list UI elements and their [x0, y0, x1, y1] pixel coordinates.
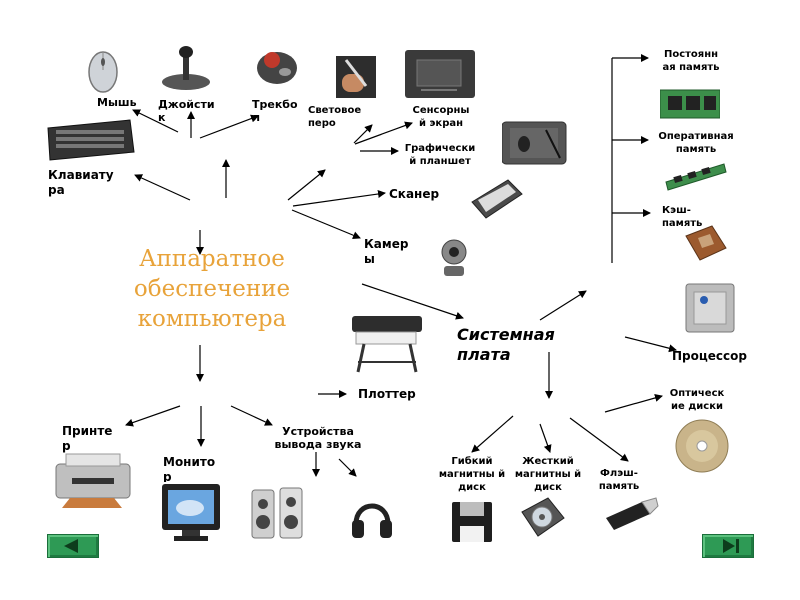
plotter-icon: [352, 316, 422, 373]
label-cameras: Камер ы: [364, 237, 409, 266]
label-touch-screen: Сенсорны й экран: [412, 105, 470, 129]
arrow-to-scanner: [292, 190, 386, 207]
arrow-to-touchscreen: [354, 121, 413, 145]
label-joystick: Джойсти к: [158, 98, 215, 124]
label-scanner: Сканер: [389, 187, 440, 201]
speakers-icon: [251, 487, 303, 539]
arrow-to-hdd: [539, 423, 552, 453]
printer-icon: [55, 453, 131, 508]
arrow-to-input-hub: [287, 169, 326, 201]
hard-disk-icon: [521, 497, 565, 537]
arrow-to-flash: [569, 417, 629, 462]
processor-icon: [685, 283, 735, 333]
joystick-icon: [162, 46, 210, 90]
graphics-tablet-icon: [502, 121, 567, 165]
triangle-right-bar-icon: [723, 539, 739, 553]
label-floppy-disk: Гибкий магнитны й диск: [438, 456, 506, 493]
triangle-left-icon: [64, 539, 78, 553]
back-button[interactable]: [47, 534, 99, 558]
arrow-to-processor: [624, 336, 677, 353]
ram-module-icon: [665, 163, 727, 191]
label-keyboard: Клавиату ра: [48, 168, 114, 197]
arrow-to-optical: [604, 394, 663, 413]
label-monitor: Монито р: [163, 455, 216, 482]
system-board-label: Системная плата: [457, 325, 587, 365]
monitor-icon: [162, 484, 220, 541]
arrow-to-lightpen: [353, 124, 373, 144]
label-ram: Оперативная память: [658, 131, 734, 155]
label-processor: Процессор: [672, 349, 747, 363]
arrow-to-memory-trunk: [539, 290, 587, 321]
arrow-to-printer: [125, 405, 181, 427]
label-mouse: Мышь: [97, 96, 137, 109]
trackball-icon: [257, 52, 297, 84]
flash-drive-icon: [606, 497, 659, 530]
arrow-to-floppy: [471, 415, 514, 453]
scanner-icon: [471, 179, 523, 219]
label-light-pen: Световое перо: [308, 105, 362, 129]
rom-chip-icon: [660, 89, 720, 119]
arrow-to-system-board: [361, 283, 464, 320]
keyboard-icon: [47, 119, 135, 161]
arrow-to-headphones: [338, 458, 357, 477]
label-hard-disk: Жесткий магнитны й диск: [514, 456, 582, 493]
mouse-icon: [88, 51, 118, 93]
arrow-to-keyboard: [134, 174, 191, 201]
system-board-text: Системная плата: [457, 325, 555, 364]
touch-screen-icon: [405, 50, 475, 98]
label-flash-memory: Флэш- память: [598, 468, 640, 491]
floppy-disk-icon: [452, 502, 492, 542]
label-sound-output: Устройства вывода звука: [274, 425, 362, 451]
optical-disk-icon: [675, 419, 729, 473]
label-trackball: Трекбо л: [252, 98, 298, 124]
headphones-icon: [352, 503, 392, 538]
label-rom: Постоянн ая память: [662, 49, 720, 73]
cache-chip-icon: [685, 225, 727, 261]
label-cache: Кэш- память: [662, 205, 703, 228]
arrow-to-sound: [230, 405, 273, 426]
arrow-to-mouse: [132, 109, 179, 133]
label-printer: Принте р: [62, 424, 113, 453]
label-graphics-tablet: Графически й планшет: [404, 143, 476, 167]
arrow-to-cameras: [291, 209, 361, 240]
end-button[interactable]: [702, 534, 754, 558]
light-pen-icon: [336, 56, 376, 98]
camera-icon: [441, 239, 467, 276]
label-plotter: Плоттер: [358, 387, 416, 401]
arrow-to-trackball: [199, 114, 259, 139]
diagram-title: Аппаратное обеспечение компьютера: [133, 246, 291, 332]
label-optical-disks: Оптическ ие диски: [669, 388, 725, 412]
